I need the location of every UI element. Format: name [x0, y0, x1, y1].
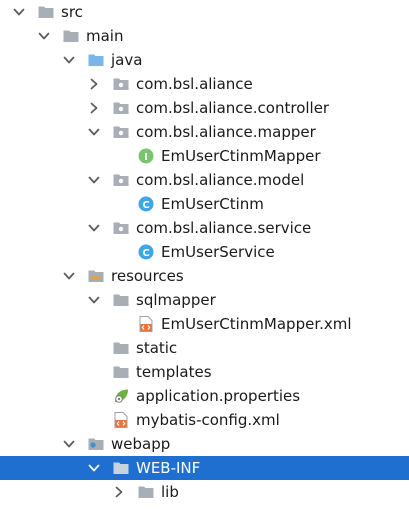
tree-node-emuserctinm[interactable]: C EmUserCtinm — [0, 192, 409, 216]
tree-node-label: static — [136, 339, 178, 357]
chevron-down-icon[interactable] — [62, 432, 76, 456]
class-icon: C — [137, 195, 155, 213]
folder-icon — [112, 459, 130, 477]
chevron-right-icon[interactable] — [112, 480, 126, 504]
folder-icon — [112, 291, 130, 309]
tree-node-webapp[interactable]: webapp — [0, 432, 409, 456]
tree-node-emuserctinmmapper[interactable]: I EmUserCtinmMapper — [0, 144, 409, 168]
package-icon — [112, 219, 130, 237]
svg-text:I: I — [144, 152, 148, 163]
interface-icon: I — [137, 147, 155, 165]
folder-icon — [112, 339, 130, 357]
tree-node-label: webapp — [111, 435, 171, 453]
chevron-right-icon[interactable] — [87, 72, 101, 96]
chevron-down-icon[interactable] — [87, 288, 101, 312]
resources-folder-icon — [87, 267, 105, 285]
tree-node-label: application.properties — [136, 387, 301, 405]
tree-node-sqlmapper[interactable]: sqlmapper — [0, 288, 409, 312]
tree-node-static[interactable]: static — [0, 336, 409, 360]
tree-node-label: mybatis-config.xml — [136, 411, 280, 429]
chevron-down-icon[interactable] — [62, 48, 76, 72]
tree-node-label: com.bsl.aliance — [136, 75, 253, 93]
tree-node-lib[interactable]: lib — [0, 480, 409, 504]
package-icon — [112, 75, 130, 93]
tree-node-main[interactable]: main — [0, 24, 409, 48]
tree-node-label: com.bsl.aliance.service — [136, 219, 312, 237]
chevron-down-icon[interactable] — [87, 120, 101, 144]
class-icon: C — [137, 243, 155, 261]
tree-node-web-inf[interactable]: WEB-INF — [0, 456, 409, 480]
tree-node-package-mapper[interactable]: com.bsl.aliance.mapper — [0, 120, 409, 144]
tree-node-resources[interactable]: resources — [0, 264, 409, 288]
tree-node-label: EmUserCtinmMapper.xml — [161, 315, 352, 333]
chevron-down-icon[interactable] — [12, 0, 26, 24]
tree-node-package-aliance[interactable]: com.bsl.aliance — [0, 72, 409, 96]
tree-node-label: com.bsl.aliance.model — [136, 171, 305, 189]
tree-node-label: main — [86, 27, 124, 45]
tree-node-package-controller[interactable]: com.bsl.aliance.controller — [0, 96, 409, 120]
tree-node-java[interactable]: java — [0, 48, 409, 72]
tree-node-label: EmUserCtinmMapper — [161, 147, 321, 165]
xml-file-icon — [112, 411, 130, 429]
source-folder-icon — [87, 51, 105, 69]
tree-node-label: com.bsl.aliance.controller — [136, 99, 330, 117]
chevron-down-icon[interactable] — [37, 24, 51, 48]
tree-node-label: lib — [161, 483, 179, 501]
chevron-down-icon[interactable] — [87, 168, 101, 192]
package-icon — [112, 123, 130, 141]
tree-node-package-service[interactable]: com.bsl.aliance.service — [0, 216, 409, 240]
tree-node-src[interactable]: src — [0, 0, 409, 24]
folder-icon — [37, 3, 55, 21]
folder-icon — [137, 483, 155, 501]
web-folder-icon — [87, 435, 105, 453]
chevron-down-icon[interactable] — [62, 264, 76, 288]
tree-node-label: java — [111, 51, 143, 69]
package-icon — [112, 99, 130, 117]
tree-node-label: sqlmapper — [136, 291, 216, 309]
tree-node-label: com.bsl.aliance.mapper — [136, 123, 316, 141]
svg-text:C: C — [142, 200, 149, 211]
tree-node-mybatis-config-xml[interactable]: mybatis-config.xml — [0, 408, 409, 432]
tree-node-label: EmUserService — [161, 243, 275, 261]
chevron-right-icon[interactable] — [87, 96, 101, 120]
svg-text:C: C — [142, 248, 149, 259]
folder-icon — [62, 27, 80, 45]
spring-properties-icon — [112, 387, 130, 405]
xml-file-icon — [137, 315, 155, 333]
tree-node-label: WEB-INF — [136, 459, 201, 477]
tree-node-emuserctinmmapper-xml[interactable]: EmUserCtinmMapper.xml — [0, 312, 409, 336]
chevron-down-icon[interactable] — [87, 456, 101, 480]
tree-node-label: templates — [136, 363, 212, 381]
tree-node-label: EmUserCtinm — [161, 195, 264, 213]
tree-node-emuserservice[interactable]: C EmUserService — [0, 240, 409, 264]
tree-node-application-properties[interactable]: application.properties — [0, 384, 409, 408]
tree-node-label: src — [61, 3, 83, 21]
tree-node-package-model[interactable]: com.bsl.aliance.model — [0, 168, 409, 192]
folder-icon — [112, 363, 130, 381]
tree-node-label: resources — [111, 267, 184, 285]
chevron-down-icon[interactable] — [87, 216, 101, 240]
tree-node-templates[interactable]: templates — [0, 360, 409, 384]
package-icon — [112, 171, 130, 189]
